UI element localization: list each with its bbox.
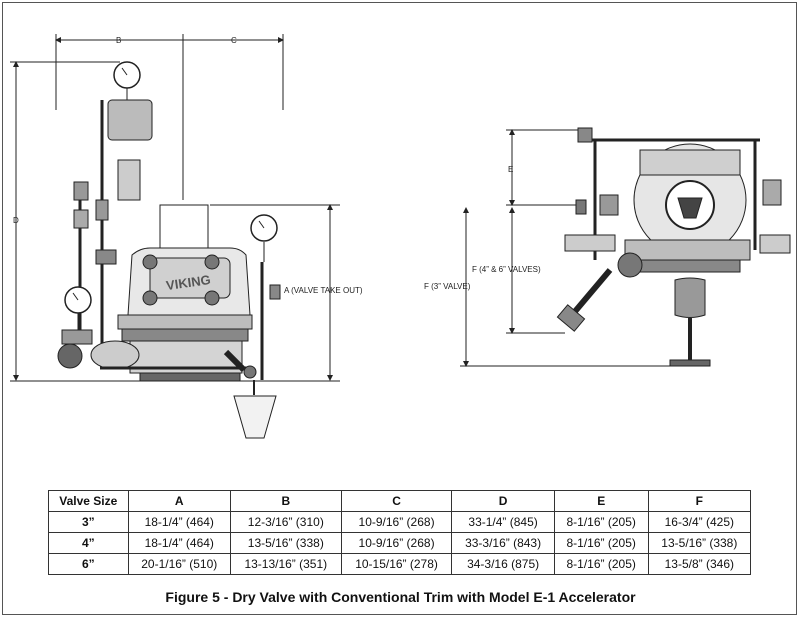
dimension-lines-side [460, 129, 680, 367]
dim-label-f-large: F (4” & 6” VALVES) [472, 265, 541, 274]
table-cell: 33-1/4” (845) [451, 511, 555, 533]
table-row: 4” 18-1/4” (464) 13-5/16” (338) 10-9/16”… [48, 532, 752, 554]
dim-label-b: B [116, 36, 121, 45]
table-cell: 33-3/16” (843) [451, 532, 555, 554]
table-cell: 10-9/16” (268) [340, 511, 453, 533]
dim-label-c: C [231, 36, 237, 45]
valve-drawing: B C D A (VALVE TAKE OUT) VIKING [10, 34, 791, 439]
figure-caption: Figure 5 - Dry Valve with Conventional T… [165, 589, 636, 605]
table-header-row: Valve Size A B C D E F [48, 490, 752, 512]
table-cell: 8-1/16” (205) [553, 532, 649, 554]
side-view [460, 127, 791, 367]
table-cell-size: 4” [48, 532, 129, 554]
table-cell: 16-3/4” (425) [647, 511, 752, 533]
table-cell: 18-1/4” (464) [127, 532, 231, 554]
dimension-lines [10, 34, 340, 382]
table-cell-size: 6” [48, 553, 129, 575]
dimension-table: Valve Size A B C D E F 3” 18-1/4” (464) … [48, 490, 752, 575]
table-cell: 13-5/8” (346) [647, 553, 752, 575]
table-header-cell: B [229, 490, 342, 512]
table-cell: 34-3/16 (875) [451, 553, 555, 575]
table-header-cell: C [340, 490, 453, 512]
table-header-cell: D [451, 490, 555, 512]
dim-label-f-small: F (3” VALVE) [424, 282, 471, 291]
table-header-cell: E [553, 490, 649, 512]
table-cell: 18-1/4” (464) [127, 511, 231, 533]
table-cell: 8-1/16” (205) [553, 553, 649, 575]
dim-label-d: D [13, 216, 19, 225]
front-view [10, 34, 340, 439]
table-cell: 8-1/16” (205) [553, 511, 649, 533]
viking-logo: VIKING [165, 272, 211, 293]
table-cell: 13-13/16” (351) [229, 553, 342, 575]
table-cell-size: 3” [48, 511, 129, 533]
table-row: 6” 20-1/16” (510) 13-13/16” (351) 10-15/… [48, 553, 752, 575]
table-cell: 10-9/16” (268) [340, 532, 453, 554]
table-header-cell: A [127, 490, 231, 512]
dim-label-a: A (VALVE TAKE OUT) [284, 286, 363, 295]
table-header-cell: F [647, 490, 752, 512]
table-cell: 13-5/16” (338) [647, 532, 752, 554]
table-cell: 12-3/16” (310) [229, 511, 342, 533]
table-cell: 13-5/16” (338) [229, 532, 342, 554]
dim-label-e: E [508, 165, 513, 174]
table-row: 3” 18-1/4” (464) 12-3/16” (310) 10-9/16”… [48, 511, 752, 533]
table-header-cell: Valve Size [48, 490, 129, 512]
table-cell: 10-15/16” (278) [340, 553, 453, 575]
table-cell: 20-1/16” (510) [127, 553, 231, 575]
